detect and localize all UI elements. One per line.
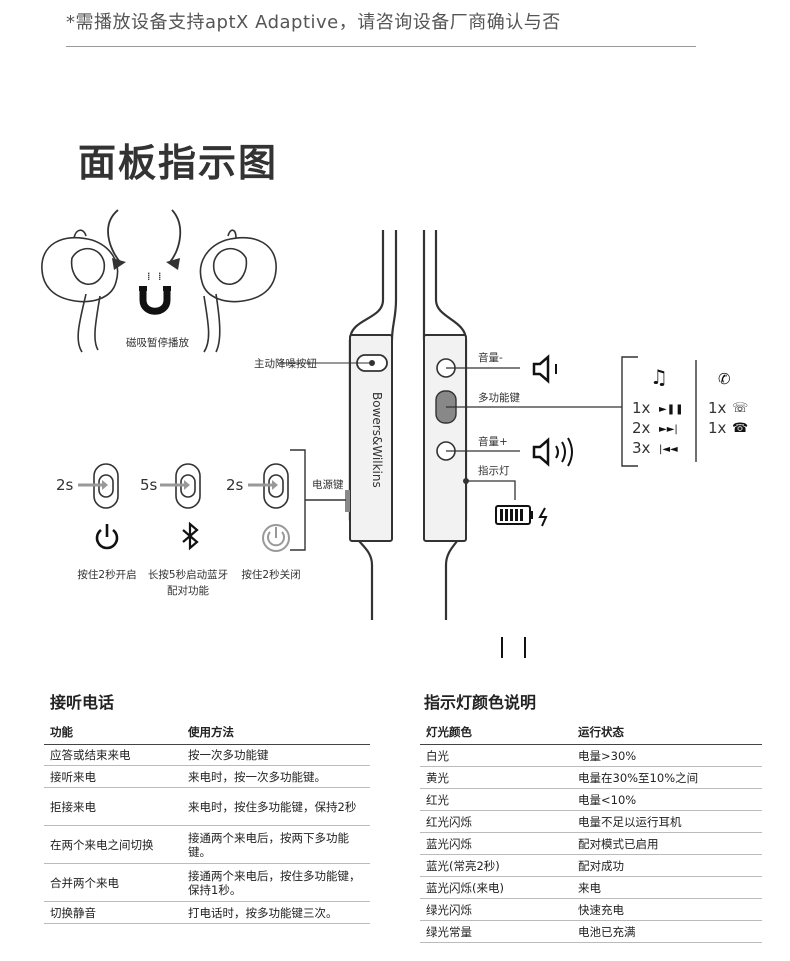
cell: 电量在30%至10%之间 [572,766,762,789]
volume-down-label: 音量- [478,352,503,364]
magnet-label: 磁吸暂停播放 [126,337,189,349]
anc-button-label: 主动降噪按钮 [254,358,317,370]
arrow-left-icon [107,209,121,263]
call-action-1: 1x [708,399,727,417]
music-note-icon: ♫ [650,365,668,389]
cell: 在两个来电之间切换 [44,825,182,864]
bluetooth-icon [182,521,199,551]
cell: 快速充电 [572,898,762,921]
table-row: 黄光电量在30%至10%之间 [420,766,762,789]
cell: 电量>30% [572,744,762,767]
table-row: 蓝光闪烁(来电)来电 [420,876,762,899]
cell: 配对模式已启用 [572,832,762,855]
music-action-1: 1x [632,399,651,417]
table-row: 接听来电来电时，按一次多功能键。 [44,765,370,788]
calls-section-title: 接听电话 [50,693,115,712]
cell: 绿光常量 [420,920,572,943]
table-row: 绿光常量电池已充满 [420,920,762,943]
page-title: 面板指示图 [78,141,279,185]
cell: 接通两个来电后，按住多功能键，保持1秒。 [182,863,370,902]
col-header: 灯光颜色 [420,720,572,745]
left-earbud-icon [41,229,119,353]
svg-text:⁞: ⁞ [147,270,151,283]
cell: 黄光 [420,766,572,789]
cell: 应答或结束来电 [44,744,182,766]
power-on-icon [95,524,119,550]
power-slider-3-icon [248,463,289,509]
table-row: 蓝光(常亮2秒)配对成功 [420,854,762,877]
cell: 来电时，按住多功能键，保持2秒 [182,787,370,826]
table-row: 蓝光闪烁配对模式已启用 [420,832,762,855]
indicator-label: 指示灯 [478,465,510,477]
table-row: 红光电量<10% [420,788,762,811]
cell: 按一次多功能键 [182,744,370,766]
power-step-2-caption: 长按5秒启动蓝牙配对功能 [147,569,229,597]
answer-call-icon: ☏ [732,401,748,416]
cell: 来电 [572,876,762,899]
cell: 拒接来电 [44,787,182,826]
svg-text:⁞: ⁞ [158,270,162,283]
col-header: 运行状态 [572,720,762,745]
table-row: 绿光闪烁快速充电 [420,898,762,921]
previous-track-icon: |◄◄ [659,444,678,455]
magnet-icon: ⁞⁞ [139,270,171,315]
multifunction-label: 多功能键 [478,392,520,404]
power-step-1-time: 2s [56,476,74,494]
table-row: 拒接来电来电时，按住多功能键，保持2秒 [44,787,370,826]
volume-up-speaker-icon [532,437,573,467]
power-step-3-time: 2s [226,476,244,494]
call-action-2: 1x [708,419,727,437]
brand-logo: Bowers&Wilkins [370,392,384,488]
cell: 绿光闪烁 [420,898,572,921]
power-off-icon [262,524,290,552]
music-action-2: 2x [632,419,651,437]
cell: 蓝光闪烁(来电) [420,876,572,899]
cell: 合并两个来电 [44,863,182,902]
indicator-section-title: 指示灯颜色说明 [424,693,537,712]
col-header: 使用方法 [182,720,370,745]
cell: 切换静音 [44,901,182,924]
cell: 电量不足以运行耳机 [572,810,762,833]
battery-charging-icon [495,505,548,527]
divider [66,46,696,47]
hang-up-icon: ☎ [732,421,748,436]
power-slider-2-icon [160,463,201,509]
table-row: 合并两个来电接通两个来电后，按住多功能键，保持1秒。 [44,863,370,902]
volume-up-label: 音量+ [478,436,508,448]
cell: 来电时，按一次多功能键。 [182,765,370,788]
calls-table: 功能 使用方法 应答或结束来电按一次多功能键 接听来电来电时，按一次多功能键。 … [44,720,370,924]
table-row: 在两个来电之间切换接通两个来电后，按两下多功能键。 [44,825,370,864]
music-action-3: 3x [632,439,651,457]
power-step-3-caption: 按住2秒关闭 [241,569,301,581]
cell: 接听来电 [44,765,182,788]
table-row: 红光闪烁电量不足以运行耳机 [420,810,762,833]
table-row: 白光电量>30% [420,744,762,767]
power-step-2-time: 5s [140,476,158,494]
table-row: 切换静音打电话时，按多功能键三次。 [44,901,370,924]
cell: 电量<10% [572,788,762,811]
cell: 蓝光闪烁 [420,832,572,855]
next-track-icon: ►►| [659,424,678,435]
compatibility-note: *需播放设备支持aptX Adaptive，请咨询设备厂商确认与否 [66,12,561,33]
cell: 电池已充满 [572,920,762,943]
volume-down-speaker-icon [532,354,557,384]
right-earbud-icon [199,229,277,353]
cell: 打电话时，按多功能键三次。 [182,901,370,924]
cell: 配对成功 [572,854,762,877]
panel-diagram: ⁞⁞ [41,209,748,658]
cell: 接通两个来电后，按两下多功能键。 [182,825,370,864]
phone-icon: ✆ [718,370,731,388]
cell: 白光 [420,744,572,767]
cell: 蓝光(常亮2秒) [420,854,572,877]
table-row: 应答或结束来电按一次多功能键 [44,744,370,766]
cell: 红光闪烁 [420,810,572,833]
play-pause-icon: ►❚❚ [659,404,683,415]
power-key-label: 电源键 [312,479,344,491]
power-slider-1-icon [78,463,119,509]
indicator-table: 灯光颜色 运行状态 白光电量>30% 黄光电量在30%至10%之间 红光电量<1… [420,720,762,943]
power-step-1-caption: 按住2秒开启 [77,569,137,581]
col-header: 功能 [44,720,182,745]
cell: 红光 [420,788,572,811]
arrow-right-icon [169,209,182,263]
